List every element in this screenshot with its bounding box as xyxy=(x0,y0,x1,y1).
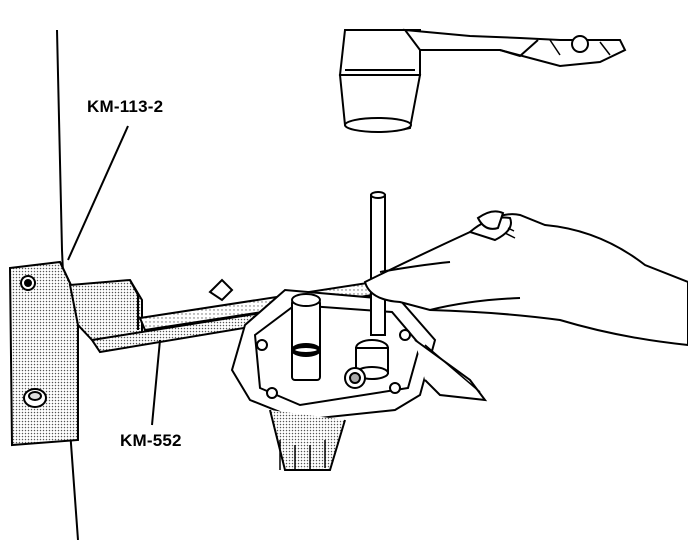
center-shaft xyxy=(291,293,321,381)
km-113-2-bracket xyxy=(68,278,143,342)
left-hand xyxy=(363,210,688,347)
leader-lines xyxy=(67,125,161,426)
drift-punch xyxy=(344,191,389,389)
label-km-113-2: KM-113-2 xyxy=(87,97,164,116)
right-hand xyxy=(402,28,627,68)
leader-km-113-2 xyxy=(67,125,129,261)
side-plate xyxy=(8,260,79,447)
leader-km-552 xyxy=(151,339,161,426)
hammer xyxy=(338,29,422,133)
label-km-552: KM-552 xyxy=(120,431,182,450)
